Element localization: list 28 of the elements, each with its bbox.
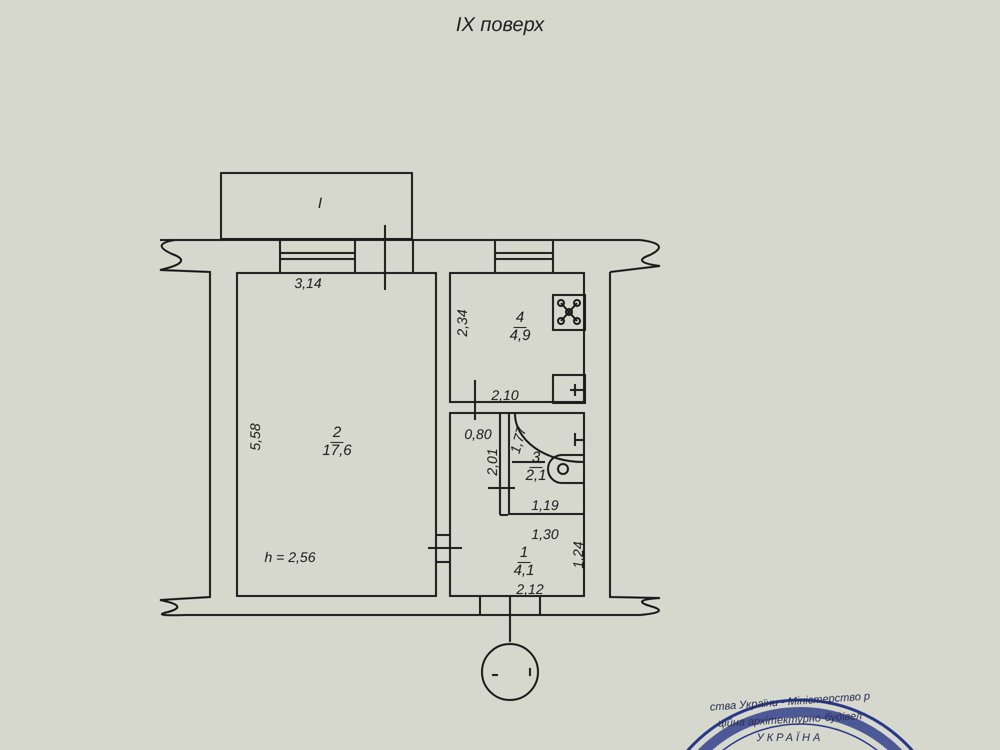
dimension-label: 3,14 (294, 275, 322, 291)
floor-title: IX поверх (456, 14, 544, 37)
dimension-label: 2,01 (484, 448, 500, 476)
room-number: I (316, 196, 324, 212)
room-area: 17,6 (320, 442, 354, 459)
stamp-text: ційна архітектурно-будівел (718, 710, 862, 730)
room-area: 4,1 (512, 562, 536, 579)
dimension-label: 1,19 (531, 497, 559, 513)
dimension-label: 1,77 (506, 424, 530, 456)
dimension-label: 1,30 (531, 526, 559, 542)
room-number: 2 (330, 425, 344, 442)
dimension-label: 0,80 (464, 426, 492, 442)
room-area: 2,1 (524, 468, 548, 484)
room-number: 1 (518, 545, 530, 562)
room-outline (236, 272, 437, 597)
ceiling-height: h = 2,56 (264, 549, 316, 565)
stamp-text: УКРАЇНА (756, 732, 824, 744)
dimension-label: 2,10 (491, 387, 519, 403)
room-number: 4 (514, 310, 526, 328)
room-outline (449, 412, 585, 597)
room-area: 4,9 (508, 328, 532, 344)
connector-line (509, 597, 511, 642)
balcony-outline (220, 172, 413, 240)
room-outline (449, 272, 585, 403)
dimension-label: 2,12 (516, 581, 544, 597)
dimension-label: 2,34 (454, 309, 470, 337)
dimension-label: 5,58 (247, 423, 263, 451)
dimension-label: 1,24 (570, 541, 586, 569)
